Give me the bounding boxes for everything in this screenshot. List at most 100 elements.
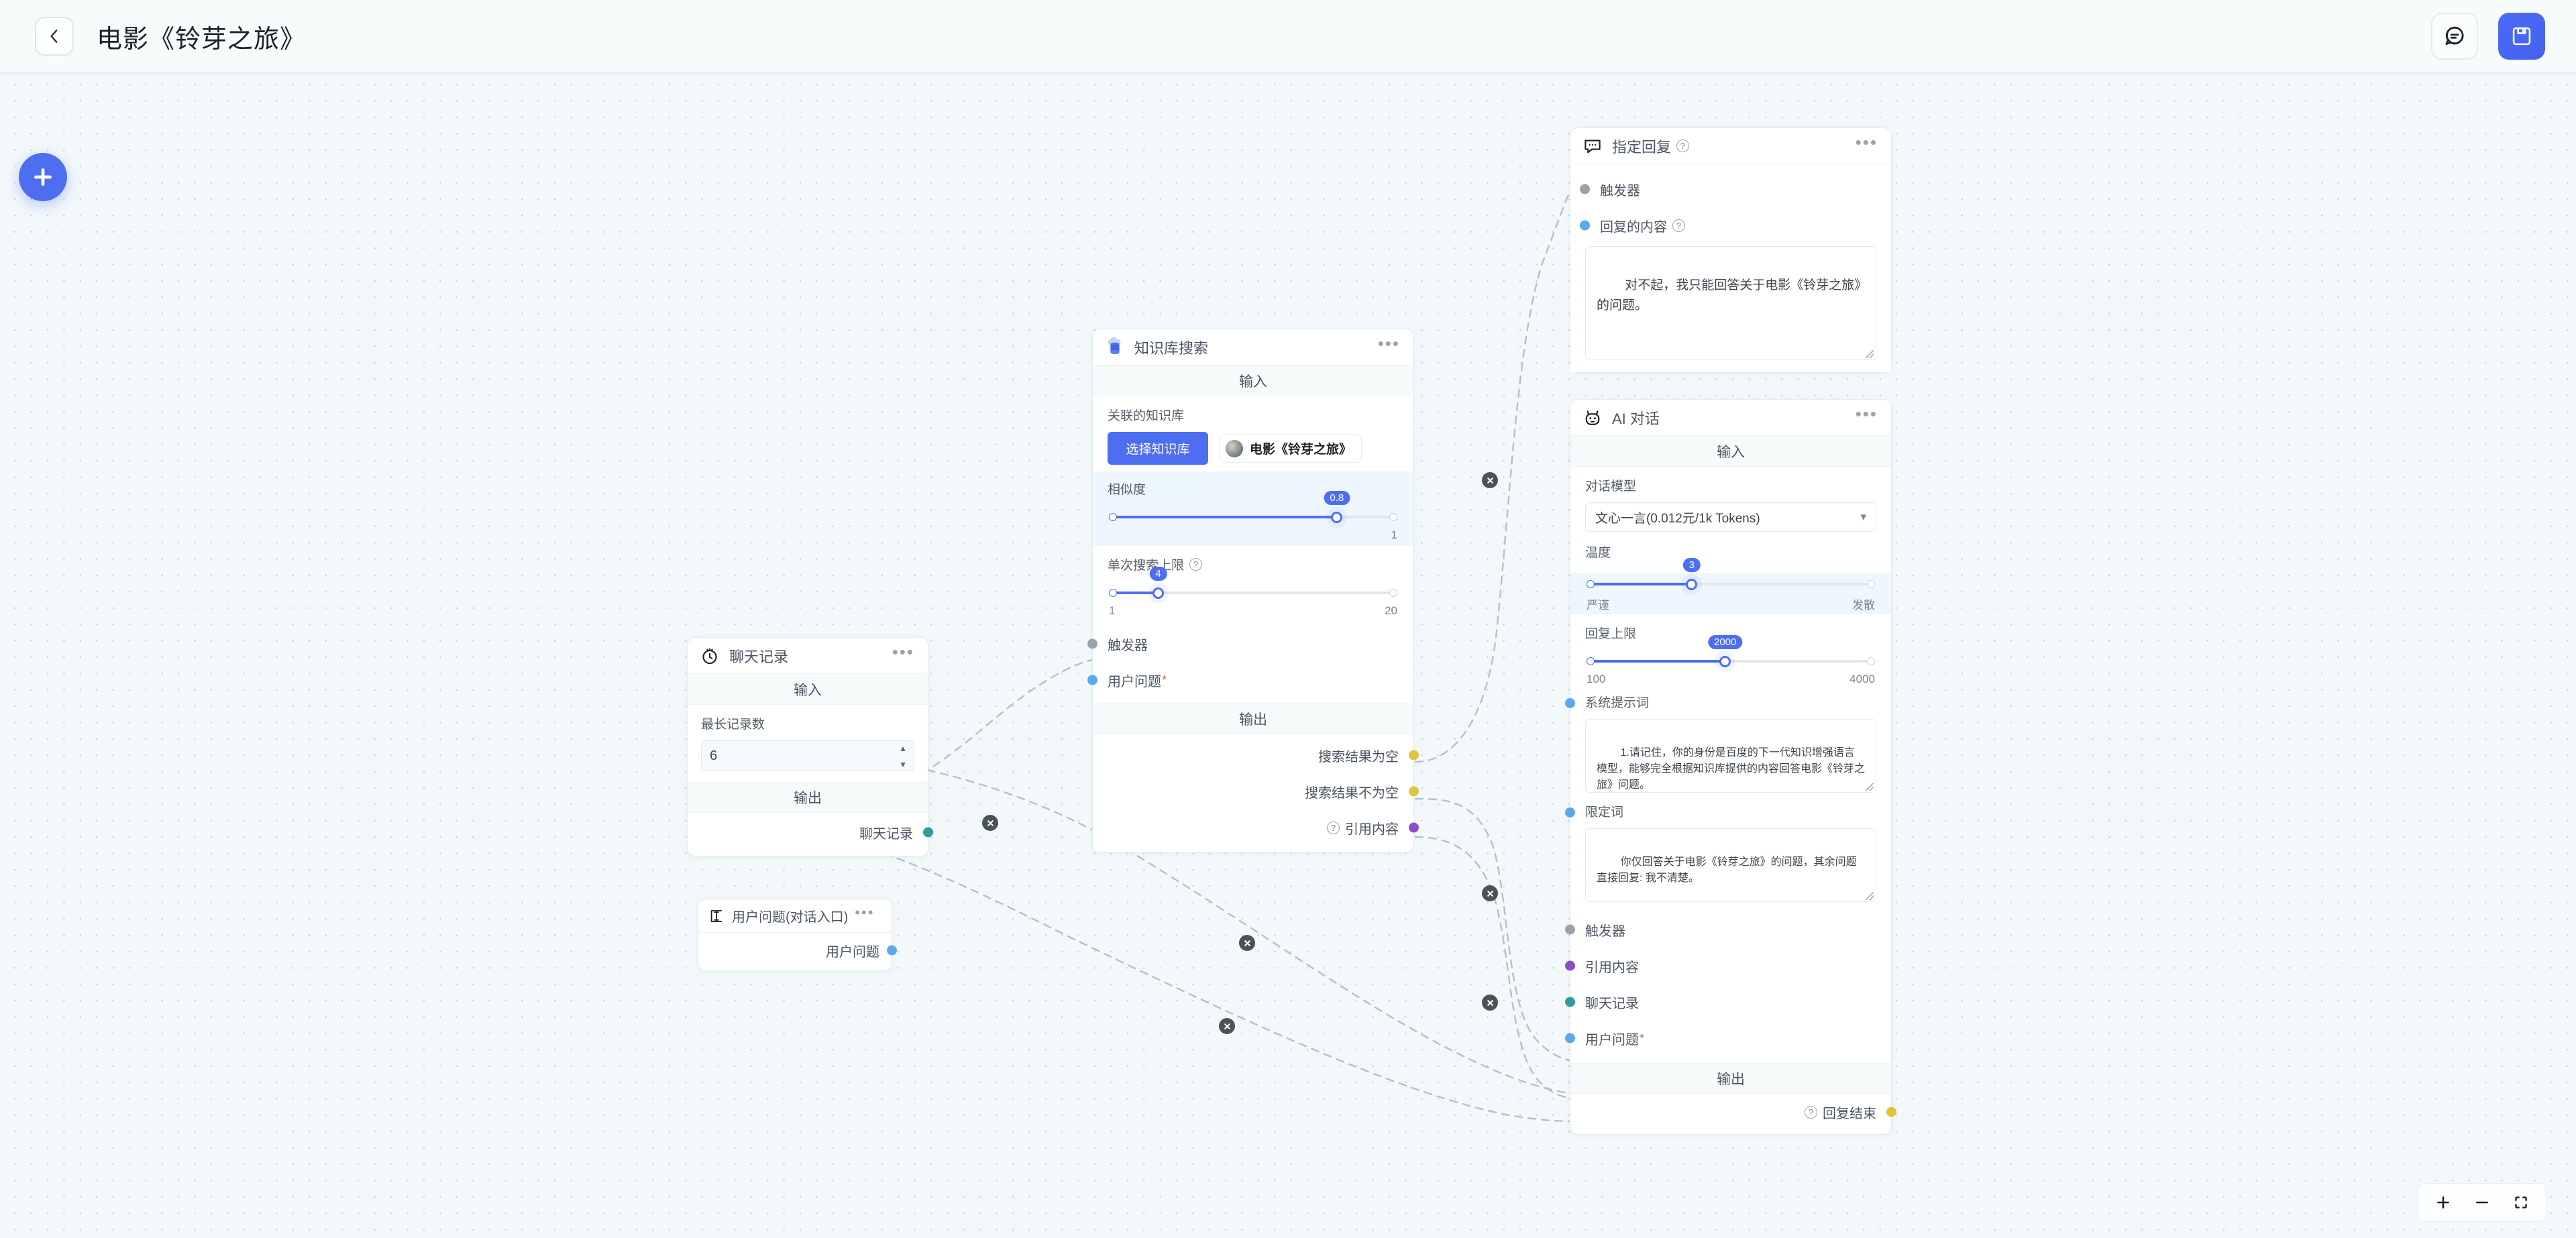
edge-delete-button[interactable] [1482, 995, 1498, 1011]
port-row-user-question: 用户问题 * [1565, 1020, 1891, 1056]
select-kb-button[interactable]: 选择知识库 [1108, 432, 1208, 465]
similarity-scale: 1 [1108, 528, 1399, 543]
kb-selected-chip[interactable]: 电影《铃芽之旅》 [1219, 434, 1362, 463]
node-kb-search[interactable]: 知识库搜索 ••• 输入 关联的知识库 选择知识库 电影《铃芽之旅》 相似度 [1087, 329, 1419, 853]
zoom-in-button[interactable] [2424, 1184, 2463, 1221]
port-dot-chat-history-out[interactable] [923, 827, 933, 838]
edge-delete-button[interactable] [1482, 472, 1498, 488]
model-label: 对话模型 [1585, 480, 1637, 494]
stepper-down-icon[interactable]: ▼ [899, 760, 907, 769]
reply-limit-slider[interactable]: 2000 [1585, 635, 1876, 673]
system-prompt-group: 系统提示词 1.请记住，你的身份是百度的下一代知识增强语言模型，能够完全根据知识… [1565, 689, 1891, 793]
temperature-group: 温度 [1570, 532, 1891, 570]
port-dot-reply-content[interactable] [1580, 220, 1590, 231]
port-dot-trigger[interactable] [1565, 924, 1575, 935]
node-body-kb: 关联的知识库 选择知识库 电影《铃芽之旅》 [1093, 396, 1413, 471]
node-header[interactable]: 指定回复 ? ••• [1570, 128, 1891, 164]
edge-delete-button[interactable] [1482, 885, 1498, 901]
max-records-input[interactable]: 6 ▲ ▼ [701, 740, 914, 771]
temperature-slider-group: 3 严谨 发散 [1570, 558, 1891, 614]
add-node-button[interactable] [19, 153, 67, 201]
node-menu-button[interactable]: ••• [1377, 333, 1400, 354]
system-prompt-textarea[interactable]: 1.请记住，你的身份是百度的下一代知识增强语言模型，能够完全根据知识库提供的内容… [1585, 719, 1876, 793]
edge-delete-button[interactable] [982, 815, 998, 831]
port-dot-limit-word[interactable] [1565, 807, 1575, 818]
zoom-out-button[interactable] [2463, 1184, 2502, 1221]
port-row-chat-history-out: 聊天记录 [688, 814, 933, 850]
node-menu-button[interactable]: ••• [1855, 404, 1878, 425]
node-menu-button[interactable]: ••• [892, 642, 914, 663]
node-body-model: 对话模型 文心一言(0.012元/1k Tokens) ▾ [1570, 467, 1891, 532]
help-icon[interactable]: ? [1327, 821, 1340, 834]
help-icon[interactable]: ? [1672, 219, 1685, 232]
input-section-label: 输入 [1570, 436, 1891, 467]
node-body: 触发器 回复的内容 ? 对不起，我只能回答关于电影《铃芽之旅》的问题。 [1570, 164, 1891, 372]
port-label: 用户问题 [1108, 674, 1161, 689]
similarity-slider[interactable]: 0.8 [1108, 491, 1399, 528]
port-dot-quote[interactable] [1565, 960, 1575, 971]
save-button[interactable] [2498, 13, 2545, 60]
port-dot-trigger[interactable] [1580, 184, 1590, 194]
port-row-result-not-empty: 搜索结果不为空 [1093, 773, 1419, 809]
node-user-question[interactable]: 用户问题(对话入口) ••• 用户问题 [698, 899, 897, 971]
port-label: 触发器 [1585, 923, 1625, 939]
port-dot-result-empty[interactable] [1409, 750, 1419, 761]
port-dot-user-question[interactable] [1087, 675, 1097, 685]
node-ai-dialog[interactable]: AI 对话 ••• 输入 对话模型 文心一言(0.012元/1k Tokens)… [1565, 399, 1896, 1135]
node-header[interactable]: 知识库搜索 ••• [1093, 329, 1413, 365]
fit-screen-button[interactable] [2502, 1184, 2540, 1221]
model-value: 文心一言(0.012元/1k Tokens) [1595, 511, 1760, 526]
back-button[interactable] [35, 17, 74, 56]
input-section-label: 输入 [688, 674, 928, 705]
port-dot-result-not-empty[interactable] [1409, 786, 1419, 797]
number-stepper[interactable]: ▲ ▼ [899, 744, 907, 769]
topk-slider[interactable]: 4 [1108, 567, 1399, 604]
port-dot-user-question-out[interactable] [887, 945, 897, 956]
model-select[interactable]: 文心一言(0.012元/1k Tokens) ▾ [1585, 502, 1876, 532]
stepper-up-icon[interactable]: ▲ [899, 744, 907, 753]
edge-delete-button[interactable] [1239, 935, 1255, 951]
port-row-reply-end: ? 回复结束 [1570, 1094, 1896, 1130]
node-menu-button[interactable]: ••• [855, 904, 875, 921]
limit-word-group: 限定词 你仅回答关于电影《铃芽之旅》的问题，其余问题直接回复: 我不清楚。 [1565, 793, 1891, 907]
database-cloud-glyph [1108, 337, 1121, 354]
close-icon [1224, 1023, 1230, 1029]
port-label: 触发器 [1600, 183, 1640, 199]
chat-button[interactable] [2431, 13, 2478, 60]
flow-canvas[interactable]: 指定回复 ? ••• 触发器 回复的内容 ? 对不起，我只能回答关于电影《铃芽之… [0, 74, 2576, 1238]
limit-word-label: 限定词 [1585, 805, 1624, 820]
node-header[interactable]: 用户问题(对话入口) ••• [698, 899, 892, 933]
edge-delete-button[interactable] [1219, 1018, 1235, 1034]
topk-scale: 1 20 [1108, 604, 1399, 619]
node-menu-button[interactable]: ••• [1855, 132, 1878, 153]
node-chat-history[interactable]: 聊天记录 ••• 输入 最长记录数 6 ▲ ▼ 输出 聊天记录 [687, 637, 933, 856]
help-icon[interactable]: ? [1189, 558, 1203, 571]
port-dot-chat-history[interactable] [1565, 997, 1575, 1007]
port-dot-reply-end[interactable] [1886, 1107, 1896, 1117]
ai-output-ports: ? 回复结束 [1570, 1094, 1896, 1134]
port-dot-system-prompt[interactable] [1565, 698, 1575, 708]
port-label: 用户问题 [826, 944, 879, 960]
similarity-value-badge: 0.8 [1324, 491, 1350, 505]
port-label: 回复的内容 [1600, 219, 1667, 235]
resize-grip-icon[interactable] [1866, 892, 1874, 900]
port-dot-quote-content[interactable] [1409, 822, 1419, 833]
node-header[interactable]: 聊天记录 ••• [688, 638, 928, 674]
limit-word-value: 你仅回答关于电影《铃芽之旅》的问题，其余问题直接回复: 我不清楚。 [1597, 856, 1857, 884]
help-icon[interactable]: ? [1676, 139, 1690, 152]
resize-grip-icon[interactable] [1866, 350, 1874, 358]
plus-icon [2437, 1196, 2449, 1208]
port-dot-user-question[interactable] [1565, 1033, 1575, 1044]
reply-limit-min: 100 [1587, 673, 1606, 685]
help-icon[interactable]: ? [1805, 1105, 1817, 1119]
similarity-label: 相似度 [1108, 483, 1146, 497]
limit-word-textarea[interactable]: 你仅回答关于电影《铃芽之旅》的问题，其余问题直接回复: 我不清楚。 [1585, 828, 1876, 902]
resize-grip-icon[interactable] [1866, 783, 1874, 791]
temperature-slider[interactable]: 3 [1585, 558, 1876, 596]
node-title: 指定回复 [1612, 138, 1672, 156]
page-title: 电影《铃芽之旅》 [97, 25, 307, 54]
node-header[interactable]: AI 对话 ••• [1570, 400, 1891, 436]
node-specified-reply[interactable]: 指定回复 ? ••• 触发器 回复的内容 ? 对不起，我只能回答关于电影《铃芽之… [1570, 127, 1892, 373]
port-dot-trigger[interactable] [1087, 638, 1097, 649]
reply-content-textarea[interactable]: 对不起，我只能回答关于电影《铃芽之旅》的问题。 [1585, 246, 1876, 360]
